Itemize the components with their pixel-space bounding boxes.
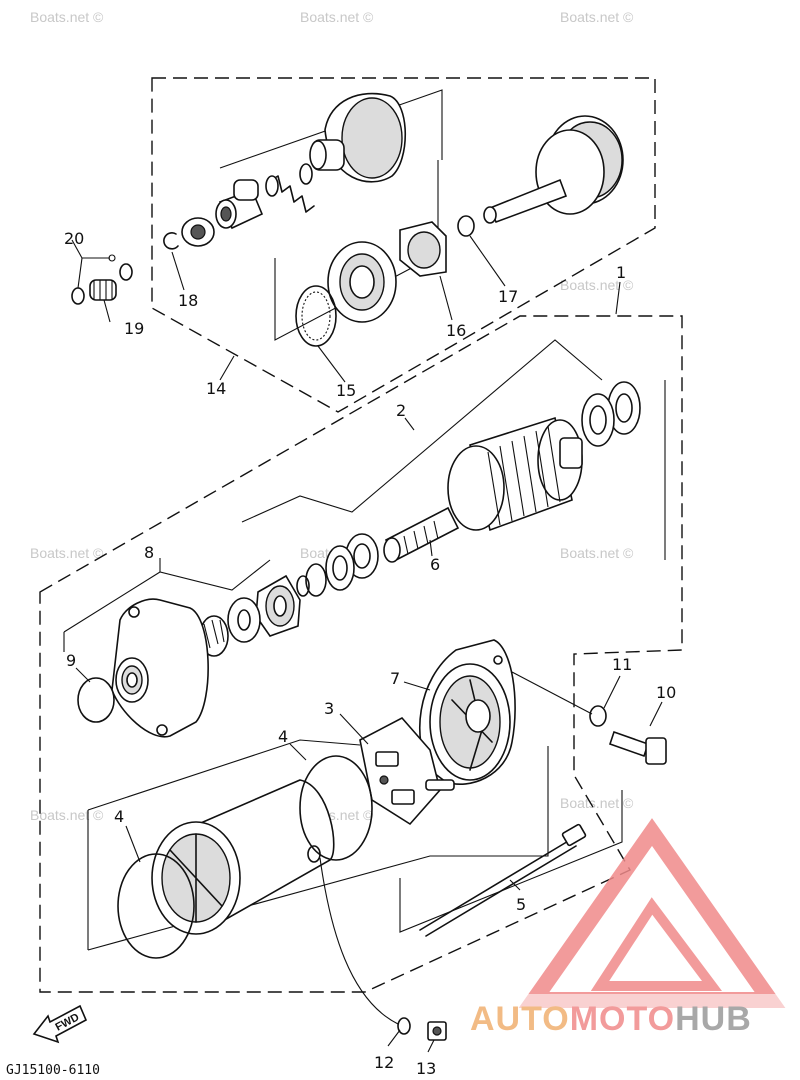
part-label-6: 6 (430, 555, 440, 574)
logo-text: AUTOMOTOHUB (470, 1000, 752, 1038)
armature-part-6 (383, 416, 583, 563)
bracket-line (219, 89, 443, 169)
part-label-4: 4 (114, 807, 124, 826)
part-label-18: 18 (178, 291, 198, 310)
logo-inner-triangle-icon (590, 897, 722, 991)
pinion-gear-part (309, 92, 407, 183)
automotohub-logo: AUTOMOTOHUB (470, 818, 794, 1038)
part-label-7: 7 (390, 669, 400, 688)
assembly-boundary-upper (151, 77, 656, 413)
assembly-boundary-main (39, 315, 683, 993)
part-label-12: 12 (374, 1053, 394, 1072)
bracket-line (87, 739, 361, 811)
gasket-part-4 (117, 853, 195, 959)
diagram-code: GJ15100-6110 (6, 1063, 100, 1078)
part-label-9: 9 (66, 651, 76, 670)
part-label-14: 14 (206, 379, 226, 398)
watermark-text: Boats.net © (560, 9, 634, 25)
rear-cover-part-7 (418, 639, 516, 785)
bearing-ring-part (181, 217, 215, 247)
bolt-part-10 (608, 730, 667, 765)
watermark-text: Boats.net © (30, 9, 104, 25)
washer-part-12 (397, 1017, 411, 1035)
washer-part-11 (589, 705, 607, 727)
washer-part-20 (71, 287, 85, 305)
spring-part (265, 163, 315, 213)
brush-holder-ring-part (255, 574, 301, 637)
bracket-line (399, 790, 623, 933)
retainer-part-16 (399, 221, 447, 277)
leader-lines (71, 235, 663, 1053)
watermark-text: Boats.net © (30, 545, 104, 561)
part-label-19: 19 (124, 319, 144, 338)
drive-shaft-part (483, 115, 624, 224)
part-label-11: 11 (612, 655, 632, 674)
thrust-washers-part (581, 381, 641, 447)
part-label-8: 8 (144, 543, 154, 562)
circlip-part-18 (163, 232, 179, 250)
yoke-part (151, 779, 335, 935)
oil-seal-part (227, 597, 261, 643)
circlip-part-17 (457, 215, 475, 237)
logo-triangle-icon (518, 818, 786, 1008)
part-label-4: 4 (278, 727, 288, 746)
through-bolt-part-5 (419, 823, 587, 937)
part-label-5: 5 (516, 895, 526, 914)
bushing-part-19 (89, 279, 117, 301)
shim-washers-part (296, 533, 379, 597)
part-label-15: 15 (336, 381, 356, 400)
forward-arrow-icon: FWD (32, 1004, 88, 1044)
part-label-3: 3 (324, 699, 334, 718)
front-cover-part-8 (111, 598, 209, 738)
bracket-line (63, 559, 271, 633)
part-labels: 20 19 18 14 15 16 17 1 2 6 8 9 7 3 4 4 5… (64, 229, 676, 1078)
nut-part-13 (427, 1021, 447, 1041)
bracket-line (241, 339, 603, 523)
part-label-17: 17 (498, 287, 518, 306)
washer-part-20 (119, 263, 133, 281)
part-label-13: 13 (416, 1059, 436, 1078)
watermark-text: Boats.net © (560, 545, 634, 561)
watermark-text: Boats.net © (30, 807, 104, 823)
watermark-text: Boats.net © (560, 795, 634, 811)
needle-bearing-part-15 (295, 285, 337, 347)
watermark-text: Boats.net © (300, 9, 374, 25)
part-label-20: 20 (64, 229, 84, 248)
gear-housing-part (327, 241, 397, 323)
bracket-line (87, 746, 549, 951)
part-label-2: 2 (396, 401, 406, 420)
watermark-text: Boats.net © (560, 277, 634, 293)
o-ring-part-9 (77, 677, 115, 723)
part-label-10: 10 (656, 683, 676, 702)
gasket-part-4 (299, 755, 373, 861)
part-label-16: 16 (446, 321, 466, 340)
bushing-part (215, 179, 264, 230)
part-label-1: 1 (616, 263, 626, 282)
